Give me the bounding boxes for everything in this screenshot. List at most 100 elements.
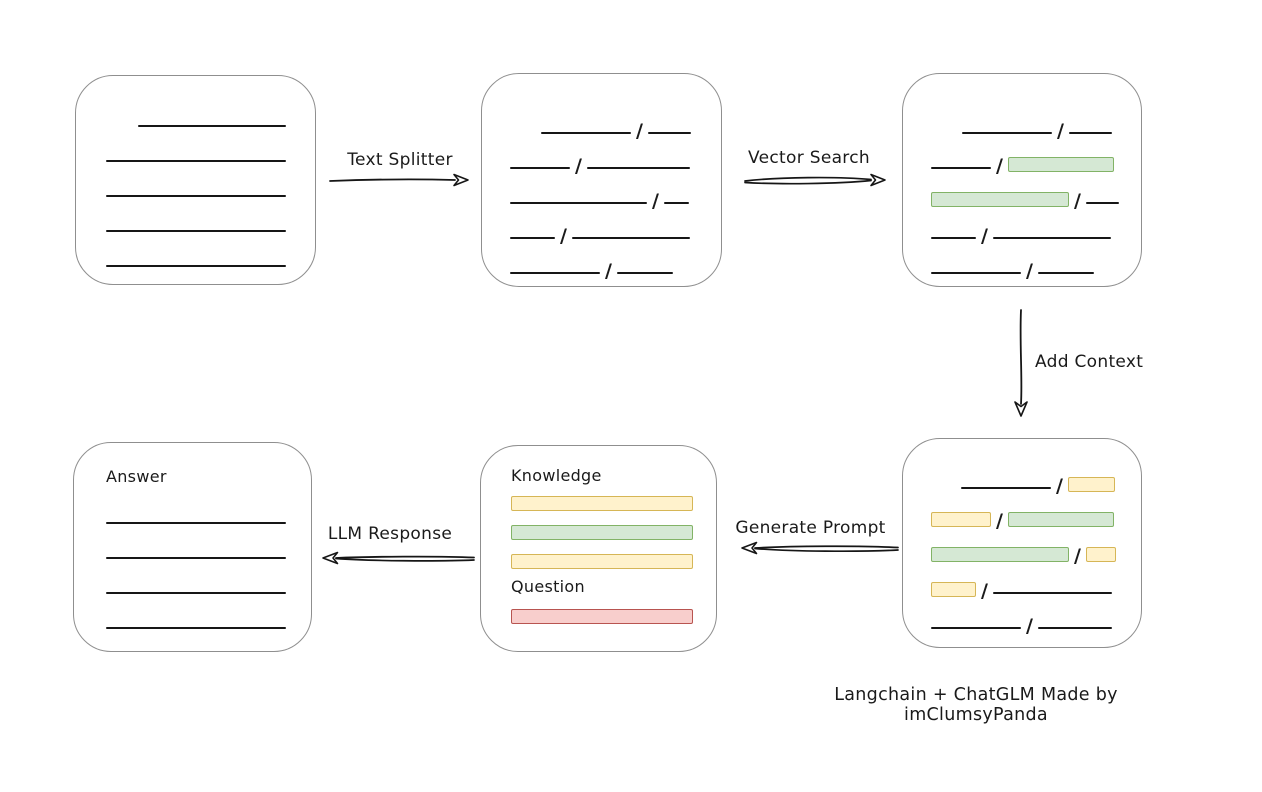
slash-separator: / xyxy=(605,260,612,282)
chunk-row xyxy=(106,170,315,205)
text-line xyxy=(931,272,1021,274)
chunk-row xyxy=(106,205,315,240)
slash-separator: / xyxy=(636,120,643,142)
text-line xyxy=(510,272,600,274)
text-line xyxy=(106,160,286,162)
green-chunk xyxy=(931,547,1069,562)
text-line xyxy=(106,265,286,267)
text-line xyxy=(931,167,991,169)
chunk-row: / xyxy=(931,142,1141,177)
chunk-row: / xyxy=(931,532,1141,567)
text-line xyxy=(647,132,691,134)
chunk-row: / xyxy=(931,497,1141,532)
chunk-row xyxy=(106,602,311,637)
text-line xyxy=(962,132,1052,134)
yellow-chunk xyxy=(1067,477,1115,492)
slash-separator: / xyxy=(1026,260,1033,282)
text-line xyxy=(138,125,286,127)
text-line xyxy=(541,132,631,134)
chunk-row: / xyxy=(931,177,1141,212)
text-line xyxy=(992,237,1111,239)
text-line xyxy=(106,627,286,629)
chunk-row: / xyxy=(931,212,1141,247)
chunk-row xyxy=(106,100,315,135)
green-chunk xyxy=(1007,157,1114,172)
text-line xyxy=(961,487,1051,489)
chunk-row xyxy=(511,496,716,511)
chunk-row: / xyxy=(510,107,721,142)
prompt-box: Knowledge Question xyxy=(480,445,717,652)
chunk-rows: ///// xyxy=(931,462,1141,637)
text-line xyxy=(931,237,976,239)
text-line xyxy=(616,272,673,274)
text-line xyxy=(510,167,570,169)
llm-response-arrow xyxy=(322,551,475,565)
question-heading: Question xyxy=(511,577,585,596)
retrieved-chunks-box: / / / / / xyxy=(902,73,1142,287)
slash-separator: / xyxy=(1074,190,1081,212)
text-line xyxy=(1085,202,1119,204)
text-splitter-arrow xyxy=(329,173,469,187)
chunk-row: / xyxy=(510,212,721,247)
chunk-row: / xyxy=(931,602,1141,637)
text-line xyxy=(663,202,689,204)
slash-separator: / xyxy=(1057,120,1064,142)
text-line xyxy=(586,167,690,169)
chunk-row: / xyxy=(510,142,721,177)
slash-separator: / xyxy=(575,155,582,177)
chunk-row xyxy=(106,497,311,532)
text-line xyxy=(106,522,286,524)
chunk-rows: / / / / / xyxy=(510,107,721,282)
text-line xyxy=(510,237,555,239)
text-line xyxy=(1037,272,1094,274)
text-line xyxy=(931,627,1021,629)
chunk-row: / xyxy=(931,247,1141,282)
chunk-row xyxy=(106,135,315,170)
vector-search-arrow xyxy=(744,173,886,187)
chunk-row: / xyxy=(931,107,1141,142)
chunk-row xyxy=(106,567,311,602)
slash-separator: / xyxy=(1056,475,1063,497)
document-box xyxy=(75,75,316,285)
llm-response-label: LLM Response xyxy=(327,524,453,544)
slash-separator: / xyxy=(652,190,659,212)
slash-separator: / xyxy=(996,155,1003,177)
yellow-chunk xyxy=(931,512,991,527)
text-line xyxy=(992,592,1112,594)
text-line xyxy=(106,557,286,559)
chunk-row xyxy=(511,609,716,624)
slash-separator: / xyxy=(981,580,988,602)
chunk-rows: / / / / / xyxy=(931,107,1141,282)
green-chunk xyxy=(931,192,1069,207)
yellow-chunk xyxy=(511,554,693,569)
document-lines xyxy=(106,100,315,275)
slash-separator: / xyxy=(981,225,988,247)
text-line xyxy=(106,195,286,197)
chunk-row: / xyxy=(931,462,1141,497)
chunk-row xyxy=(511,554,716,569)
chunk-row xyxy=(511,525,716,540)
chunk-row: / xyxy=(931,567,1141,602)
text-line xyxy=(106,592,286,594)
chunk-row: / xyxy=(510,177,721,212)
red-chunk xyxy=(511,609,693,624)
slash-separator: / xyxy=(560,225,567,247)
answer-box: Answer xyxy=(73,442,312,652)
text-line xyxy=(1068,132,1112,134)
text-splitter-label: Text Splitter xyxy=(347,150,453,170)
context-chunks-box: ///// xyxy=(902,438,1142,648)
chunk-row xyxy=(106,240,315,275)
answer-lines xyxy=(106,497,311,637)
slash-separator: / xyxy=(996,510,1003,532)
add-context-arrow xyxy=(1014,309,1028,417)
green-chunk xyxy=(1007,512,1114,527)
diagram-caption: Langchain + ChatGLM Made by imClumsyPand… xyxy=(834,685,1118,725)
knowledge-heading: Knowledge xyxy=(511,466,602,485)
green-chunk xyxy=(511,525,693,540)
answer-heading: Answer xyxy=(106,467,167,486)
generate-prompt-arrow xyxy=(741,541,899,555)
text-line xyxy=(571,237,690,239)
text-line xyxy=(510,202,647,204)
yellow-chunk xyxy=(1085,547,1116,562)
